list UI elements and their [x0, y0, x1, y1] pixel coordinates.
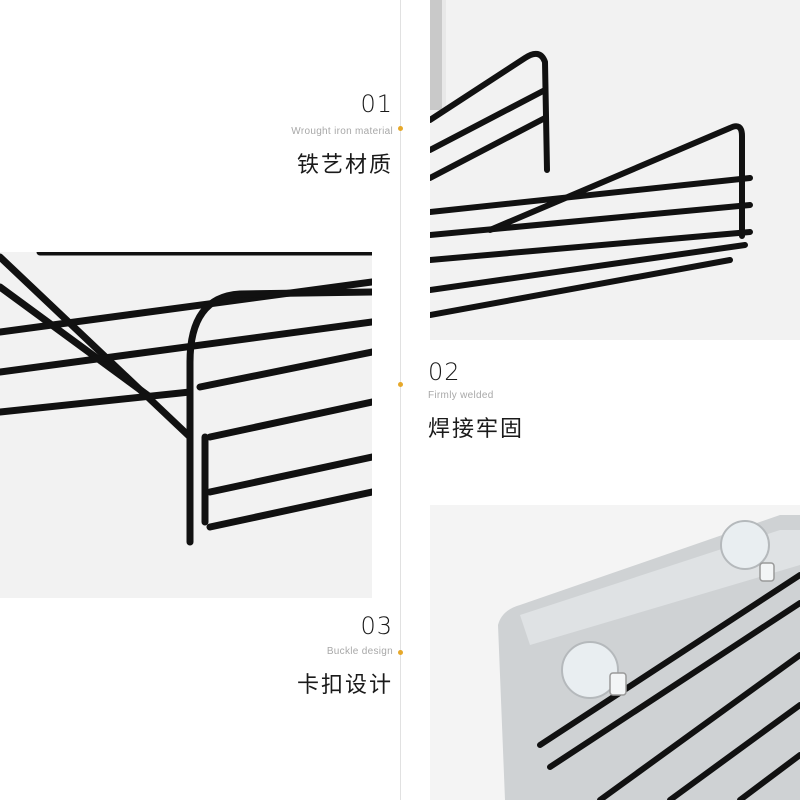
feature-02: 02 Firmly welded 焊接牢固	[428, 358, 524, 443]
welded-corner-illustration	[0, 252, 372, 598]
feature-english-label: Buckle design	[326, 646, 393, 657]
feature-01: 01 Wrought iron material 铁艺材质	[291, 90, 393, 179]
welded-corner-photo	[0, 252, 372, 598]
buckle-illustration	[430, 505, 800, 800]
feature-number: 02	[428, 358, 461, 386]
feature-number: 03	[360, 612, 393, 640]
buckle-design-photo	[430, 505, 800, 800]
feature-english-label: Firmly welded	[428, 390, 494, 401]
feature-chinese-label: 卡扣设计	[296, 673, 393, 698]
feature-01-marker-dot	[398, 126, 403, 131]
center-divider-line	[400, 0, 401, 800]
feature-english-label: Wrought iron material	[291, 126, 393, 137]
wrought-iron-rack-photo	[430, 0, 800, 340]
rack-corner-illustration	[430, 0, 800, 340]
feature-chinese-label: 焊接牢固	[428, 417, 525, 442]
feature-02-marker-dot	[398, 382, 403, 387]
feature-number: 01	[360, 90, 393, 118]
feature-chinese-label: 铁艺材质	[296, 153, 393, 178]
feature-03-marker-dot	[398, 650, 403, 655]
feature-03: 03 Buckle design 卡扣设计	[297, 612, 393, 699]
